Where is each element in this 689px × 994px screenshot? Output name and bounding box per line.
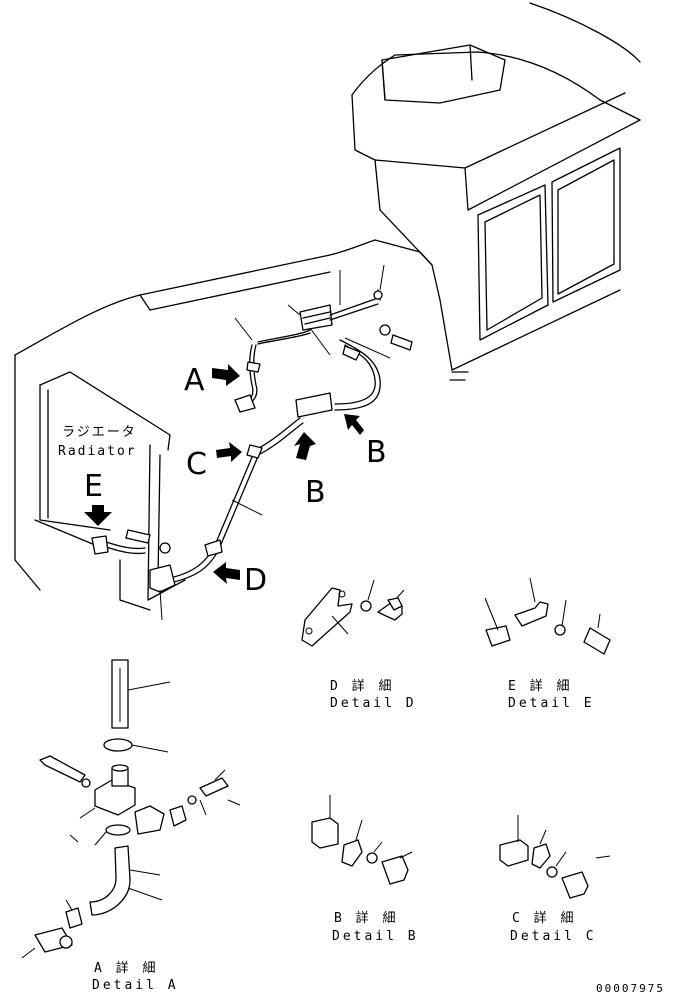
radiator-label-en: Radiator <box>58 444 137 459</box>
direction-arrows <box>84 364 364 584</box>
part-number: 00007975 <box>596 982 665 994</box>
arrow-d-icon <box>213 562 240 584</box>
heater-hose-routing <box>91 264 413 621</box>
callout-a: A <box>184 363 205 398</box>
radiator-label-jp: ラジエータ <box>62 425 137 440</box>
detail-e-parts <box>484 577 611 655</box>
arrow-b-lower-icon <box>294 432 316 460</box>
arrow-c-icon <box>216 442 242 462</box>
detail-a-title-jp: A 詳 細 <box>94 960 158 976</box>
detail-e-title-jp: E 詳 細 <box>508 678 572 694</box>
detail-a-title-en: Detail A <box>92 978 179 993</box>
detail-b-title-en: Detail B <box>332 929 419 944</box>
callout-b-upper: B <box>366 435 387 470</box>
machine-body-outline <box>14 2 641 591</box>
callout-c: C <box>186 447 207 482</box>
detail-e-title-en: Detail E <box>508 696 595 711</box>
detail-c-title-en: Detail C <box>510 929 597 944</box>
callout-b-lower: B <box>305 475 326 510</box>
radiator-assembly: ラジエータ Radiator <box>34 371 186 611</box>
detail-c-parts <box>499 815 611 899</box>
detail-b-title-jp: B 詳 細 <box>334 910 398 926</box>
arrow-e-icon <box>84 505 112 526</box>
arrow-a-icon <box>212 364 240 386</box>
detail-d-title-jp: D 詳 細 <box>330 678 394 694</box>
detail-d-parts <box>301 579 405 647</box>
detail-b-parts <box>311 795 413 885</box>
detail-c-title-jp: C 詳 細 <box>512 910 576 926</box>
arrow-b-upper-icon <box>344 414 364 435</box>
callout-d: D <box>244 563 267 598</box>
callout-e: E <box>84 469 103 504</box>
detail-a-parts <box>21 659 241 959</box>
detail-d-title-en: Detail D <box>330 696 417 711</box>
